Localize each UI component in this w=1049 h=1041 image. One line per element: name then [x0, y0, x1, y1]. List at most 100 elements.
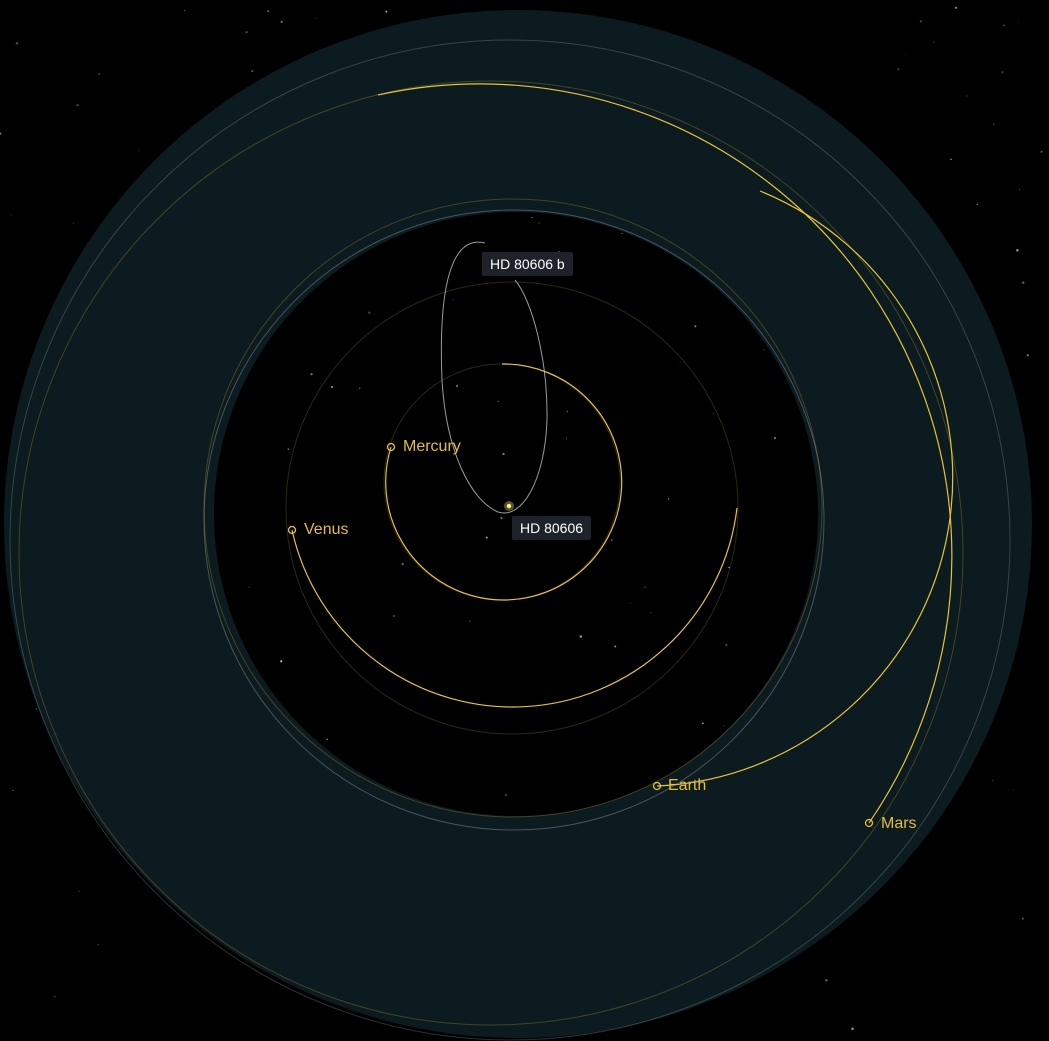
- background-star: [1022, 281, 1025, 284]
- background-star: [497, 400, 500, 403]
- background-star: [53, 995, 56, 998]
- background-star: [933, 41, 935, 43]
- background-star: [280, 20, 283, 23]
- background-star: [905, 53, 907, 55]
- background-star: [992, 779, 994, 782]
- background-star: [565, 437, 568, 440]
- background-star: [502, 452, 505, 456]
- background-star: [763, 349, 765, 351]
- background-star: [78, 890, 80, 893]
- background-star: [1012, 789, 1014, 791]
- venus-orbit-trail: [291, 507, 738, 708]
- background-star: [966, 95, 968, 97]
- earth-orbit-trail: [656, 190, 954, 787]
- venus-orbit-faint: [285, 281, 739, 735]
- background-star: [667, 498, 670, 500]
- background-star: [184, 10, 186, 12]
- background-star: [98, 73, 101, 75]
- background-star: [12, 789, 14, 792]
- background-star: [610, 539, 613, 541]
- background-star: [825, 979, 828, 982]
- background-star: [1017, 21, 1019, 24]
- background-star: [644, 586, 646, 588]
- background-star: [316, 18, 318, 19]
- background-star: [72, 222, 75, 224]
- background-star: [1003, 24, 1005, 27]
- background-star: [897, 68, 900, 71]
- background-star: [138, 149, 139, 151]
- mercury-orbit-trail: [385, 363, 623, 601]
- background-star: [1018, 189, 1020, 191]
- background-star: [452, 299, 454, 301]
- habitable-zone-band: [3, 10, 1032, 1038]
- background-star: [728, 566, 730, 569]
- hd-80606-b-orbit: [440, 241, 548, 514]
- background-star: [326, 738, 328, 741]
- background-star: [393, 615, 395, 617]
- background-star: [0, 132, 2, 135]
- background-star: [851, 1027, 854, 1031]
- background-star: [280, 660, 283, 663]
- background-star: [1026, 354, 1030, 357]
- background-star: [950, 158, 952, 161]
- mars-orbit-faint: [18, 80, 964, 1026]
- background-star: [538, 222, 540, 224]
- background-star: [97, 943, 99, 946]
- host-star-icon[interactable]: [506, 503, 512, 509]
- background-star: [954, 6, 958, 9]
- exoplanet-name-tag[interactable]: HD 80606 b: [482, 252, 573, 276]
- background-star: [76, 104, 79, 107]
- background-star: [712, 412, 714, 414]
- background-star: [1040, 150, 1043, 153]
- background-star: [368, 311, 371, 315]
- background-star: [679, 362, 681, 364]
- background-star: [621, 232, 623, 235]
- habitable-zone-inner-edge: [203, 209, 825, 831]
- background-star: [1021, 917, 1024, 920]
- mercury-marker-icon[interactable]: [386, 442, 396, 452]
- venus-marker-icon[interactable]: [287, 525, 297, 535]
- background-star: [773, 436, 777, 440]
- background-star: [694, 325, 697, 328]
- earth-label[interactable]: Earth: [668, 777, 706, 794]
- background-star: [976, 203, 978, 206]
- background-star: [485, 536, 488, 539]
- host-star-name-tag[interactable]: HD 80606: [512, 516, 592, 540]
- background-star: [650, 612, 652, 614]
- background-star: [702, 722, 704, 724]
- background-star: [35, 708, 38, 710]
- background-star: [1016, 248, 1019, 252]
- earth-marker-icon[interactable]: [652, 781, 662, 791]
- background-star: [531, 216, 533, 219]
- background-star: [330, 385, 334, 389]
- mars-orbit-trail: [377, 83, 953, 824]
- background-star: [267, 10, 270, 13]
- background-star: [359, 387, 361, 390]
- background-star: [248, 586, 250, 588]
- background-star: [310, 373, 313, 376]
- habitable-zone-outer-edge: [9, 39, 1011, 1041]
- earth-orbit-faint: [203, 198, 823, 818]
- background-star: [401, 562, 404, 566]
- venus-label[interactable]: Venus: [304, 521, 348, 538]
- background-star: [725, 643, 728, 647]
- background-star: [456, 385, 459, 388]
- mars-label[interactable]: Mars: [881, 815, 917, 832]
- background-star: [245, 31, 248, 34]
- background-star: [469, 620, 471, 622]
- mercury-label[interactable]: Mercury: [403, 438, 461, 455]
- background-star: [614, 645, 617, 648]
- mars-marker-icon[interactable]: [864, 818, 874, 828]
- background-star: [500, 516, 503, 520]
- background-star: [10, 214, 12, 216]
- background-star: [287, 448, 290, 450]
- background-star: [723, 725, 725, 727]
- background-star: [385, 10, 388, 13]
- background-star: [566, 410, 569, 413]
- background-star: [992, 123, 995, 126]
- background-star: [1001, 71, 1004, 74]
- background-star: [919, 20, 923, 23]
- background-star: [251, 70, 254, 73]
